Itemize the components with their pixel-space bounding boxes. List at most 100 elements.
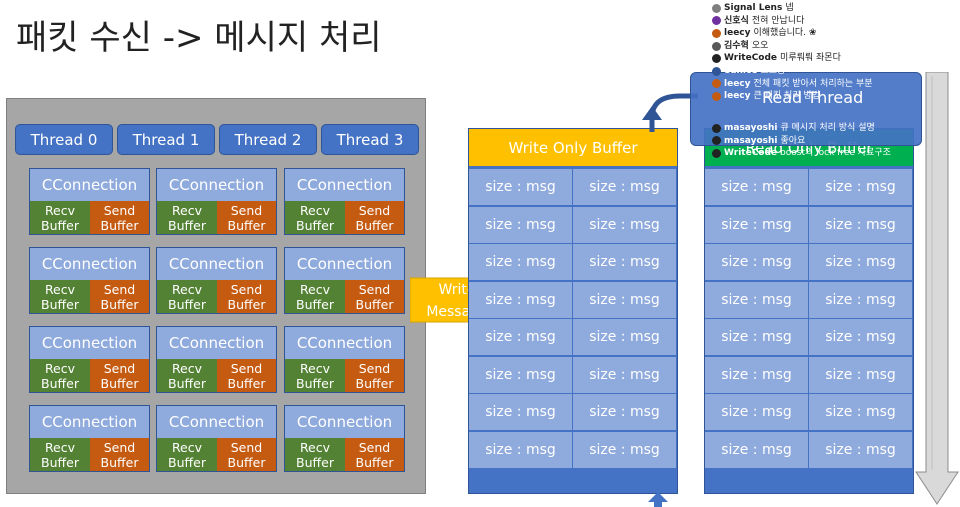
- chat-text: 미루뤄뤄 좌몬다: [780, 53, 841, 64]
- thread-3: Thread 3: [321, 124, 419, 155]
- chat-author: leecy: [724, 91, 751, 102]
- send-buffer: Send Buffer: [345, 201, 404, 234]
- write-buffer-cell: size : msg: [573, 206, 676, 243]
- chat-author: leecy: [724, 78, 751, 89]
- connection-label: CConnection: [41, 413, 138, 431]
- recv-buffer: Recv Buffer: [30, 438, 90, 471]
- send-buffer: Send Buffer: [217, 201, 276, 234]
- recv-buffer: Recv Buffer: [285, 201, 345, 234]
- send-buffer: Send Buffer: [345, 438, 404, 471]
- write-buffer-cell: size : msg: [469, 394, 572, 430]
- write-buffer-cell: size : msg: [469, 244, 572, 280]
- connection-label: CConnection: [296, 176, 393, 194]
- read-buffer-cell: size : msg: [705, 394, 808, 430]
- chat-text: boost의 lock free 자료구조: [780, 148, 891, 159]
- avatar-icon: [712, 66, 721, 76]
- write-buffer-cell: size : msg: [469, 206, 572, 243]
- recv-buffer: Recv Buffer: [30, 201, 90, 234]
- read-buffer-cell: size : msg: [809, 394, 912, 430]
- send-buffer: Send Buffer: [345, 359, 404, 392]
- write-buffer-cell: size : msg: [573, 281, 676, 318]
- avatar-icon: [712, 148, 721, 158]
- chat-text: 넵: [785, 3, 794, 13]
- thread-0: Thread 0: [15, 124, 113, 155]
- connection-label: CConnection: [168, 334, 265, 352]
- recv-buffer: Recv Buffer: [157, 359, 217, 392]
- write-buffer-cell: size : msg: [469, 431, 572, 468]
- avatar-icon: [712, 3, 721, 13]
- avatar-icon: [712, 123, 721, 133]
- chat-text: 큐 메시지 처리 방식 설명: [780, 123, 875, 133]
- up-arrow-icon: [648, 492, 668, 507]
- read-buffer-cell: size : msg: [809, 319, 912, 355]
- avatar-icon: [712, 136, 721, 146]
- read-buffer-cell: size : msg: [705, 281, 808, 318]
- connection-label: CConnection: [296, 255, 393, 273]
- recv-buffer: Recv Buffer: [157, 201, 217, 234]
- recv-buffer: Recv Buffer: [285, 280, 345, 313]
- send-buffer: Send Buffer: [90, 438, 149, 471]
- chat-author: Signal Lens: [724, 3, 783, 13]
- chat-text: 좋아요: [780, 135, 806, 146]
- swap-connector-arrow: [642, 93, 698, 132]
- send-buffer: Send Buffer: [217, 438, 276, 471]
- read-buffer-cell: size : msg: [809, 169, 912, 205]
- read-thread-box: [690, 72, 922, 146]
- send-buffer: Send Buffer: [217, 280, 276, 313]
- thread-2: Thread 2: [219, 124, 317, 155]
- chat-text: 전혀 안납니다: [751, 15, 805, 26]
- avatar-icon: [712, 28, 721, 38]
- recv-buffer: Recv Buffer: [157, 438, 217, 471]
- send-buffer: Send Buffer: [90, 201, 149, 234]
- connection-label: CConnection: [41, 176, 138, 194]
- write-buffer-cell: size : msg: [469, 281, 572, 318]
- write-buffer-cell: size : msg: [469, 319, 572, 355]
- read-buffer-cell: size : msg: [705, 319, 808, 355]
- read-buffer-cell: size : msg: [809, 244, 912, 280]
- read-buffer-cell: size : msg: [705, 206, 808, 243]
- avatar-icon: [712, 54, 721, 64]
- chat-text: 전체 패킷 받아서 처리하는 부분: [753, 78, 873, 89]
- read-buffer-cell: size : msg: [809, 356, 912, 393]
- recv-buffer: Recv Buffer: [285, 438, 345, 471]
- read-buffer-cell: size : msg: [705, 244, 808, 280]
- chat-text: 오오옹: [760, 65, 786, 76]
- read-buffer-cell: size : msg: [809, 206, 912, 243]
- thread-1: Thread 1: [117, 124, 215, 155]
- chat-author: masayoshi: [724, 135, 778, 146]
- read-buffer-cell: size : msg: [809, 431, 912, 468]
- avatar-icon: [712, 16, 721, 26]
- chat-text: 오오: [751, 40, 769, 51]
- recv-buffer: Recv Buffer: [157, 280, 217, 313]
- chat-author: leecy: [724, 28, 751, 39]
- send-buffer: Send Buffer: [90, 280, 149, 313]
- connection-label: CConnection: [296, 413, 393, 431]
- connection-label: CConnection: [168, 176, 265, 194]
- write-buffer-cell: size : msg: [573, 244, 676, 280]
- write-only-buffer-title: Write Only Buffer: [469, 129, 677, 166]
- connection-label: CConnection: [168, 413, 265, 431]
- write-buffer-cell: size : msg: [573, 431, 676, 468]
- chat-author: 신호식: [724, 15, 749, 26]
- connection-label: CConnection: [296, 334, 393, 352]
- write-buffer-cell: size : msg: [469, 356, 572, 393]
- connection-label: CConnection: [168, 255, 265, 273]
- write-buffer-cell: size : msg: [573, 356, 676, 393]
- chat-author: masayoshi: [724, 123, 778, 133]
- send-buffer: Send Buffer: [217, 359, 276, 392]
